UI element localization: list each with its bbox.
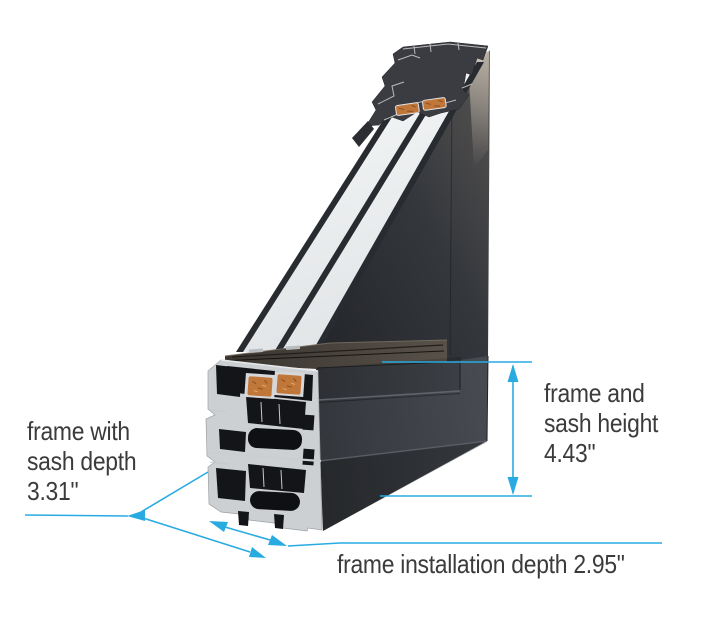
glass-pane-edge <box>236 92 408 352</box>
arrowhead <box>249 547 266 558</box>
thermal-break <box>244 372 276 400</box>
glass-spacer-bar <box>248 348 264 353</box>
glass-gap <box>243 84 439 352</box>
depth-label-line-2: sash depth <box>27 446 137 476</box>
frame-body-lower <box>316 355 489 531</box>
depth-dimension-label: frame with sash depth 3.31" <box>27 416 137 506</box>
top-thermal-break <box>395 102 420 116</box>
sash-face-band <box>317 357 460 400</box>
ledge-highlight <box>317 390 461 401</box>
top-cut-step <box>352 121 374 147</box>
bottom-chamfer <box>319 442 487 531</box>
depth-leader-line <box>24 514 129 517</box>
glass-gap <box>281 63 477 352</box>
installation-leader-line <box>287 542 662 547</box>
bottom-groove <box>318 440 488 462</box>
arrowhead <box>127 510 145 521</box>
dimension-annotations <box>24 361 662 558</box>
strip-groove <box>231 344 444 358</box>
bottom-profile-cut-face <box>205 359 323 532</box>
jamb-face <box>314 50 490 370</box>
depth-dimension-line <box>142 517 251 553</box>
gasket-blob <box>250 491 300 511</box>
height-label-line-3: 4.43" <box>544 438 596 468</box>
right-corner-edge <box>486 355 489 442</box>
depth-dimension <box>24 471 266 558</box>
jamb-edge-line <box>449 94 453 356</box>
arrowhead <box>209 521 228 532</box>
height-dimension <box>380 361 532 497</box>
gasket-blob <box>247 428 303 450</box>
glazing-panes <box>236 62 484 352</box>
height-label-line-2: sash height <box>544 408 659 438</box>
installation-dimension-label: frame installation depth 2.95" <box>337 549 625 579</box>
depth-label-line-3: 3.31" <box>27 476 79 506</box>
cut-face-top-edge <box>220 359 319 372</box>
front-face <box>317 356 488 531</box>
glass-pane-edge <box>312 62 484 352</box>
thermal-break <box>273 370 305 398</box>
height-dimension-label: frame and sash height 4.43" <box>544 378 658 468</box>
top-thermal-break <box>422 97 447 111</box>
arrowhead <box>268 535 287 546</box>
depth-witness-line <box>140 471 209 513</box>
installation-dimension <box>209 521 662 547</box>
strip-groove <box>229 350 445 361</box>
height-label-line-1: frame and <box>544 378 645 408</box>
installation-dimension-line <box>224 526 271 541</box>
arrowhead <box>507 364 519 382</box>
top-seam <box>316 361 448 369</box>
glass-spacer-bar <box>285 345 301 350</box>
arrowhead <box>507 477 519 495</box>
ledge-shadow <box>317 393 461 403</box>
glass-pane-edge <box>274 82 446 352</box>
depth-label-line-1: frame with <box>27 416 130 446</box>
top-profile-cut-face <box>352 41 489 147</box>
